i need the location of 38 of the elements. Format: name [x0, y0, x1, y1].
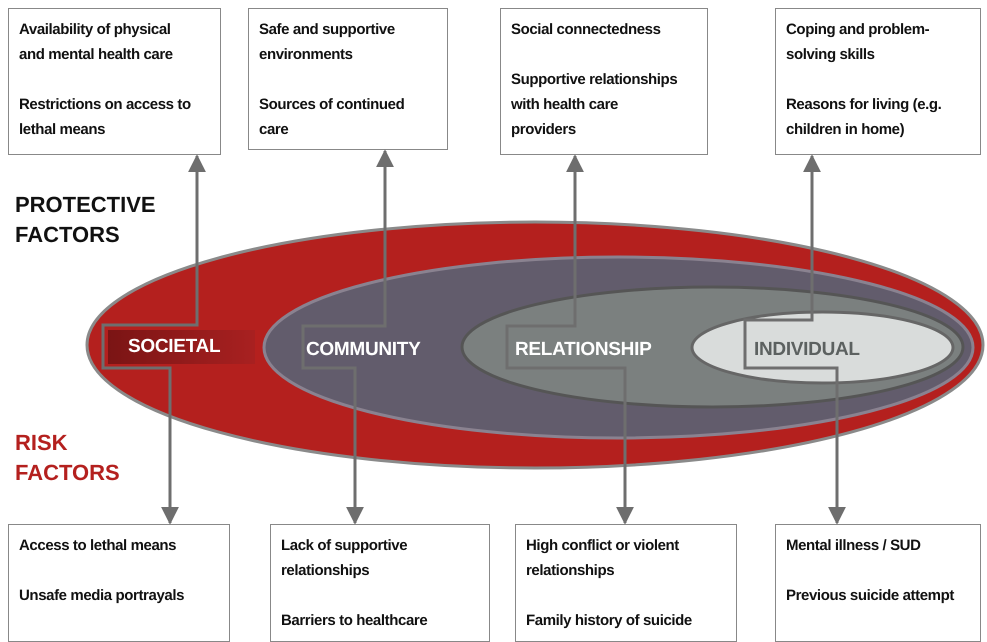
- factor-text: Social connectedness: [511, 20, 662, 40]
- factor-text: Barriers to healthcare: [281, 611, 428, 631]
- arrow: [506, 347, 634, 525]
- risk-factor-box: [775, 524, 981, 642]
- protective-factor-box: [500, 8, 708, 155]
- factor-text: Safe and supportive environments: [259, 20, 396, 65]
- level-label: COMMUNITY: [306, 338, 420, 362]
- factor-text: Lack of supportive relationships: [281, 536, 408, 581]
- factor-text: Reasons for living (e.g. children in home): [786, 95, 942, 140]
- factor-text: Supportive relationships with health care providers: [511, 70, 678, 140]
- factor-text: Restrictions on access to lethal means: [19, 95, 192, 140]
- factor-text: Mental illness / SUD: [786, 536, 922, 556]
- arrow: [102, 346, 179, 525]
- factor-text: High conflict or violent relationships: [526, 536, 680, 581]
- arrow: [744, 344, 846, 525]
- factor-text: Availability of physical and mental health care: [19, 20, 174, 65]
- section-heading: RISK FACTORS: [15, 429, 121, 487]
- risk-factor-box: [270, 524, 490, 642]
- arrow: [506, 154, 584, 347]
- arrow: [102, 154, 206, 346]
- factor-text: Coping and problem-solving skills: [786, 20, 930, 65]
- protective-factor-box: [8, 8, 221, 155]
- factor-text: Family history of suicide: [526, 611, 693, 631]
- factor-text: Previous suicide attempt: [786, 586, 956, 606]
- risk-factor-box: [8, 524, 230, 642]
- level-label: INDIVIDUAL: [754, 338, 860, 362]
- arrow: [744, 154, 821, 344]
- arrow: [302, 347, 364, 525]
- protective-factor-box: [248, 8, 448, 150]
- level-label: RELATIONSHIP: [515, 338, 652, 362]
- section-heading: PROTECTIVE FACTORS: [15, 191, 157, 249]
- level-label: SOCIETAL: [108, 330, 255, 364]
- protective-factor-box: [775, 8, 981, 155]
- factor-text: Access to lethal means: [19, 536, 178, 556]
- arrow: [302, 149, 394, 347]
- risk-factor-box: [515, 524, 737, 642]
- factor-text: Unsafe media portrayals: [19, 586, 186, 606]
- factor-text: Sources of continued care: [259, 95, 406, 140]
